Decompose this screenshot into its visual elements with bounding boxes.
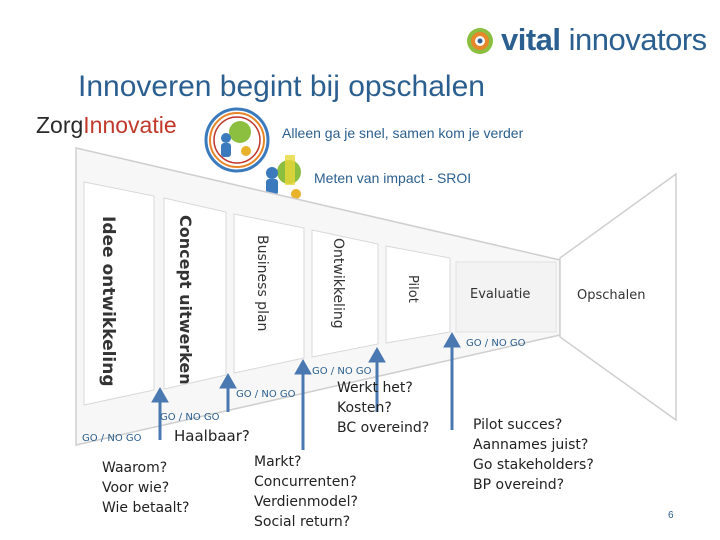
stage-opschalen: Opschalen xyxy=(577,288,646,303)
gate-arrows xyxy=(151,331,461,450)
zorginnovatie-logo: ZorgInnovatie xyxy=(36,112,177,139)
gate-label-4: GO / NO GO xyxy=(312,366,372,377)
funnel-outline xyxy=(75,147,677,446)
gate-label-2: GO / NO GO xyxy=(160,412,220,423)
note-waarom: Waarom? Voor wie? Wie betaalt? xyxy=(102,460,190,516)
sroi-emblem-icon xyxy=(266,155,301,199)
gate-label-5: GO / NO GO xyxy=(466,338,526,349)
zorg-emblem-icon xyxy=(204,107,270,173)
stage-pilot: Pilot xyxy=(405,275,420,303)
vital-logo-icon xyxy=(467,28,493,54)
note-pilot: Pilot succes? Aannames juist? Go stakeho… xyxy=(473,417,594,493)
gate-label-3: GO / NO GO xyxy=(236,389,296,400)
note-werkt: Werkt het? Kosten? BC overeind? xyxy=(337,380,430,436)
page-number: 6 xyxy=(668,510,674,521)
note-haalbaar: Haalbaar? xyxy=(174,427,250,445)
gate-arrow-5-head xyxy=(443,331,461,348)
gate-arrow-4-head xyxy=(368,346,386,363)
gate-arrow-2-head xyxy=(219,372,237,389)
stage-business-plan: Business plan xyxy=(254,235,270,332)
stage-idee-ontwikkeling: Idee ontwikkeling xyxy=(98,216,118,387)
gate-arrow-1-head xyxy=(151,386,169,403)
note-markt: Markt? Concurrenten? Verdienmodel? Socia… xyxy=(254,454,358,530)
brand-suffix: innovators xyxy=(568,22,708,57)
zorg-logo-part1: Zorg xyxy=(36,112,84,138)
gate-label-1: GO / NO GO xyxy=(82,433,142,444)
gate-arrow-3-head xyxy=(294,358,312,375)
stage-ontwikkeling: Ontwikkeling xyxy=(330,238,346,329)
zorg-logo-part2: Innovatie xyxy=(83,112,177,138)
subtitle-together: Alleen ga je snel, samen kom je verder xyxy=(282,125,524,141)
stage-evaluatie: Evaluatie xyxy=(470,287,531,302)
page-title: Innoveren begint bij opschalen xyxy=(78,70,485,103)
brand-prefix: vital xyxy=(501,22,561,57)
subtitle-sroi: Meten van impact - SROI xyxy=(314,170,472,186)
stage-concept-uitwerken: Concept uitwerken xyxy=(176,215,195,385)
